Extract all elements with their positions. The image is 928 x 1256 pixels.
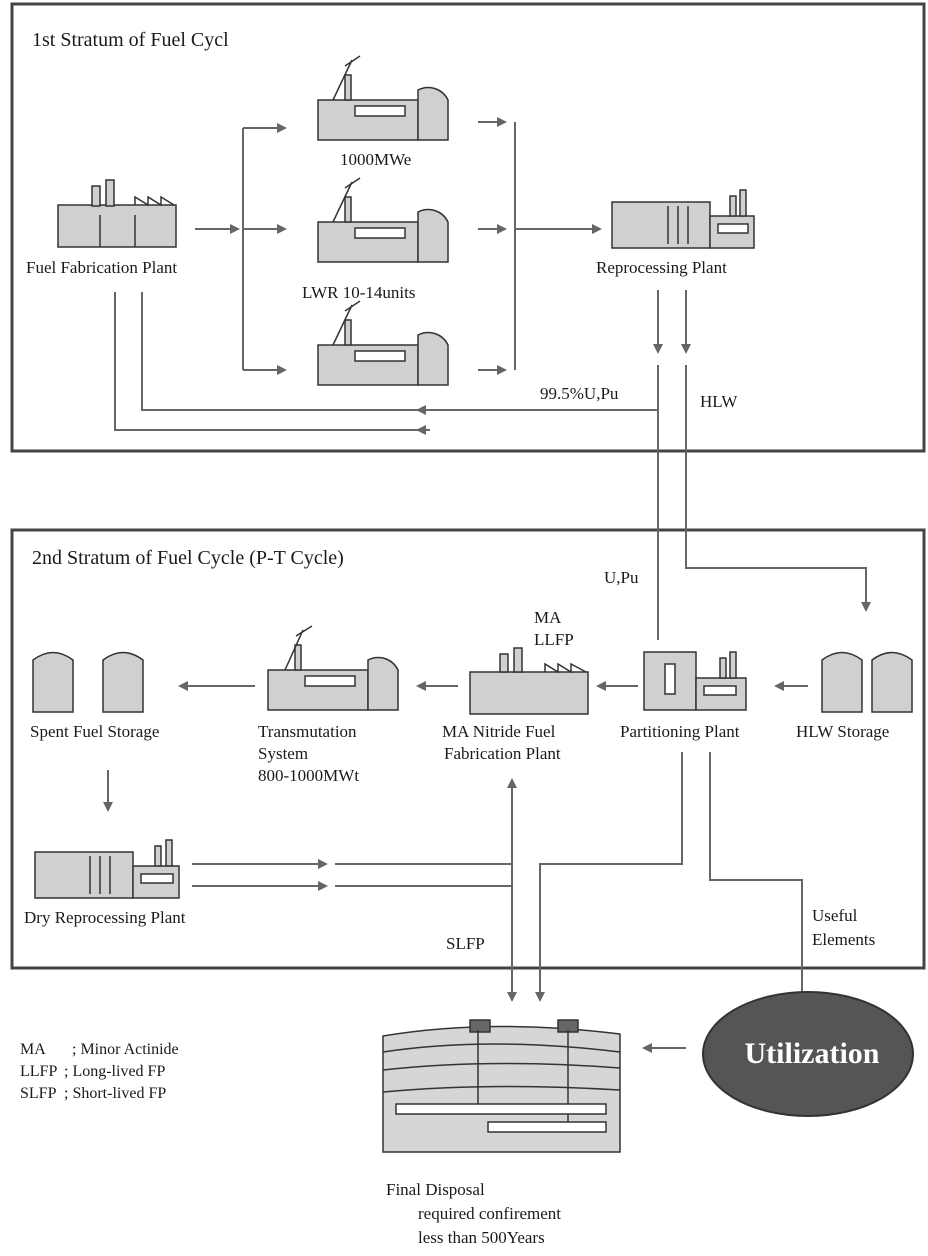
- utilization-label: Utilization: [712, 1030, 912, 1078]
- u-pu-995-label: 99.5%U,Pu: [540, 384, 618, 404]
- final-disposal-label-2: required confirement: [418, 1204, 561, 1224]
- legend-abbr: MA: [20, 1040, 46, 1060]
- transmutation-label-1: Transmutation: [258, 722, 357, 742]
- nitride-fabrication-plant-icon: [470, 648, 588, 714]
- final-disposal-icon: [383, 1020, 620, 1152]
- final-disposal-label-1: Final Disposal: [386, 1180, 485, 1200]
- fuel-fabrication-label: Fuel Fabrication Plant: [26, 258, 177, 278]
- final-disposal-label-3: less than 500Years: [418, 1228, 545, 1248]
- reactor-units-label: LWR 10-14units: [302, 283, 415, 303]
- nitride-fab-label-2: Fabrication Plant: [444, 744, 561, 764]
- ma-flow-label: MA: [534, 608, 561, 628]
- partitioning-plant-icon: [644, 652, 746, 710]
- fuel-fabrication-plant-icon: [58, 180, 176, 247]
- reactor-icon-middle: [318, 178, 448, 262]
- reprocessing-label: Reprocessing Plant: [596, 258, 727, 278]
- u-pu-label: U,Pu: [604, 568, 638, 588]
- hlw-storage-icon: [822, 653, 912, 713]
- spent-fuel-storage-icon: [33, 653, 143, 713]
- hlw-storage-label: HLW Storage: [796, 722, 889, 742]
- useful-label-1: Useful: [812, 906, 857, 926]
- partitioning-label: Partitioning Plant: [620, 722, 739, 742]
- legend-abbr: SLFP: [20, 1084, 56, 1104]
- hlw-flow-label: HLW: [700, 392, 737, 412]
- transmutation-label-2: System: [258, 744, 308, 764]
- reactor-icon-top: [318, 56, 448, 140]
- transmutation-label-3: 800-1000MWt: [258, 766, 359, 786]
- stratum1-title: 1st Stratum of Fuel Cycl: [32, 30, 229, 50]
- reactor-power-label: 1000MWe: [340, 150, 411, 170]
- reprocessing-plant-icon: [612, 190, 754, 248]
- dry-reprocessing-label: Dry Reprocessing Plant: [24, 908, 185, 928]
- legend-abbr: LLFP: [20, 1062, 57, 1082]
- legend-desc: ; Long-lived FP: [64, 1062, 165, 1082]
- reactor-icon-bottom: [318, 301, 448, 385]
- nitride-fab-label-1: MA Nitride Fuel: [442, 722, 555, 742]
- transmutation-system-icon: [268, 626, 398, 710]
- llfp-flow-label: LLFP: [534, 630, 574, 650]
- useful-label-2: Elements: [812, 930, 875, 950]
- slfp-flow-label: SLFP: [446, 934, 485, 954]
- stratum2-title: 2nd Stratum of Fuel Cycle (P-T Cycle): [32, 548, 344, 568]
- legend-desc: ; Short-lived FP: [64, 1084, 166, 1104]
- legend-desc: ; Minor Actinide: [72, 1040, 179, 1060]
- spent-fuel-storage-label: Spent Fuel Storage: [30, 722, 159, 742]
- dry-reprocessing-plant-icon: [35, 840, 179, 898]
